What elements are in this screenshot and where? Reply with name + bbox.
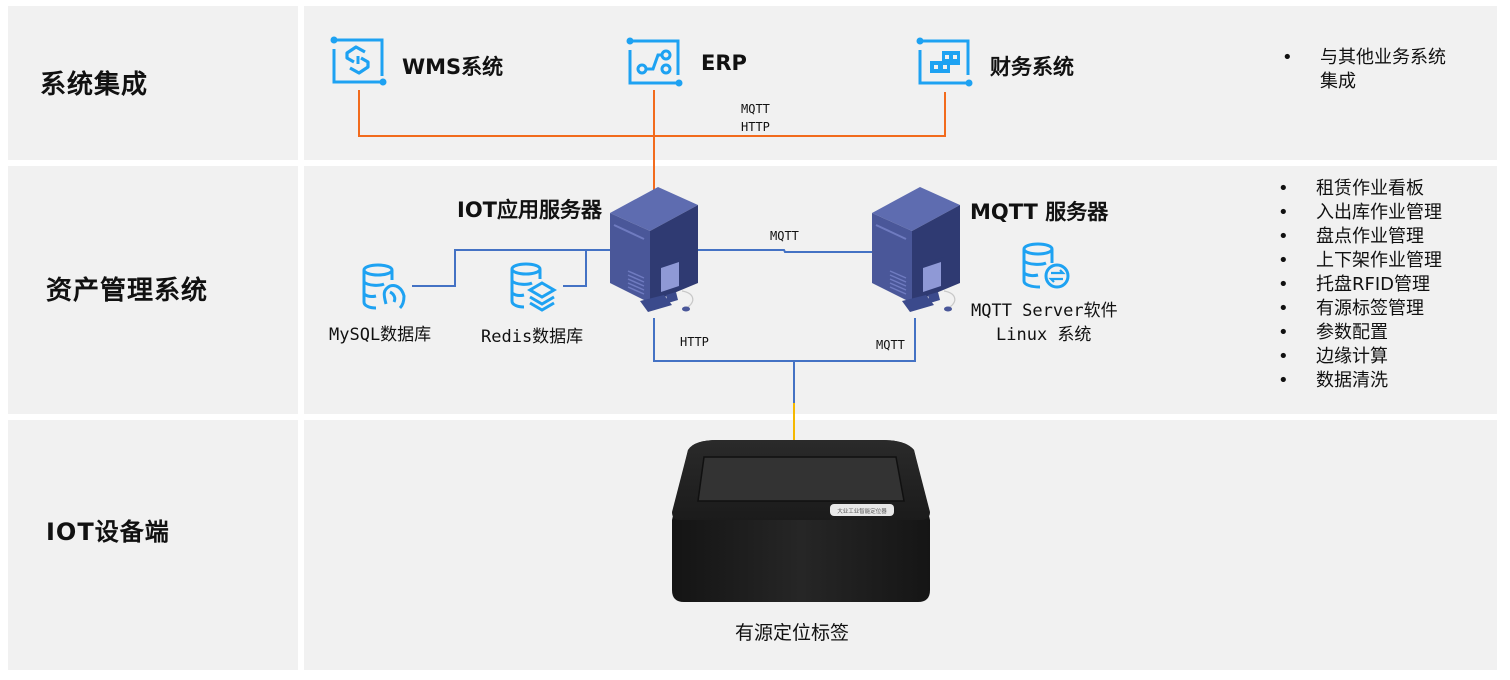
redis-database-icon <box>510 262 557 312</box>
mysql-database-icon <box>362 263 406 310</box>
feature-item: 托盘RFID管理 <box>1278 273 1442 297</box>
iot-server-device-line <box>653 318 916 362</box>
erp-flow-icon <box>626 37 683 87</box>
mqtt-server[interactable] <box>868 183 962 322</box>
feature-item: 边缘计算 <box>1278 345 1442 369</box>
mqtt-software-node <box>1020 241 1072 295</box>
redis-database-label: Redis数据库 <box>481 327 584 347</box>
feature-item: 入出库作业管理 <box>1278 201 1442 225</box>
mysql-database-label: MySQL数据库 <box>329 325 432 345</box>
redis-database-node[interactable] <box>508 261 560 317</box>
wms-system-label: WMS系统 <box>402 55 504 79</box>
mqtt-os-label: Linux 系统 <box>996 325 1092 345</box>
mqtt-database-sync-icon <box>1022 242 1070 289</box>
finance-system-node[interactable] <box>916 37 974 91</box>
feature-item: 有源标签管理 <box>1278 297 1442 321</box>
iot-server-title: IOT应用服务器 <box>457 198 602 222</box>
row-label-iot-device: IOT设备端 <box>46 518 170 546</box>
server-tower-icon <box>872 187 960 312</box>
wms-system-node[interactable] <box>330 36 388 90</box>
row-label-asset-system: 资产管理系统 <box>46 276 209 306</box>
erp-system-label: ERP <box>701 51 747 75</box>
device-label: 有源定位标签 <box>735 622 850 644</box>
feature-item: 租赁作业看板 <box>1278 177 1442 201</box>
mqtt-software-label: MQTT Server软件 <box>971 301 1118 321</box>
wms-link-line <box>358 90 946 137</box>
row-label-integration: 系统集成 <box>40 70 149 100</box>
finance-system-label: 财务系统 <box>990 55 1074 79</box>
redis-link-line <box>563 250 587 287</box>
feature-item: 数据清洗 <box>1278 369 1442 393</box>
row-label-cell-integration <box>8 6 298 160</box>
iot-app-server[interactable] <box>606 183 700 322</box>
active-location-tag-device[interactable]: 大业工业智能定位器 <box>668 440 932 608</box>
server-mqtt-link-line <box>697 249 872 253</box>
feature-item: 上下架作业管理 <box>1278 249 1442 273</box>
mqtt-server-title: MQTT 服务器 <box>970 200 1109 224</box>
integration-notes-list: 与其他业务系统集成 <box>1282 46 1462 94</box>
integration-protocol-http: HTTP <box>741 120 770 134</box>
row-label-cell-asset <box>8 166 298 414</box>
server-tower-icon <box>610 187 698 312</box>
asset-features-list: 租赁作业看板 入出库作业管理 盘点作业管理 上下架作业管理 托盘RFID管理 有… <box>1278 177 1442 393</box>
mysql-link-line <box>412 249 610 287</box>
mqtt-device-link-label: MQTT <box>876 338 905 352</box>
wms-system-icon <box>330 36 387 86</box>
finance-blocks-icon <box>916 37 973 87</box>
server-link-label-mqtt: MQTT <box>770 229 799 243</box>
erp-system-node[interactable] <box>626 37 684 91</box>
iot-device-link-label-http: HTTP <box>680 335 709 349</box>
device-sticker-text: 大业工业智能定位器 <box>837 507 887 515</box>
mysql-database-node[interactable] <box>360 262 412 316</box>
active-tag-image: 大业工业智能定位器 <box>672 440 930 602</box>
feature-item: 参数配置 <box>1278 321 1442 345</box>
integration-protocol-mqtt: MQTT <box>741 102 770 116</box>
integration-note-item: 与其他业务系统集成 <box>1282 46 1462 94</box>
row-label-cell-device <box>8 420 298 670</box>
feature-item: 盘点作业管理 <box>1278 225 1442 249</box>
